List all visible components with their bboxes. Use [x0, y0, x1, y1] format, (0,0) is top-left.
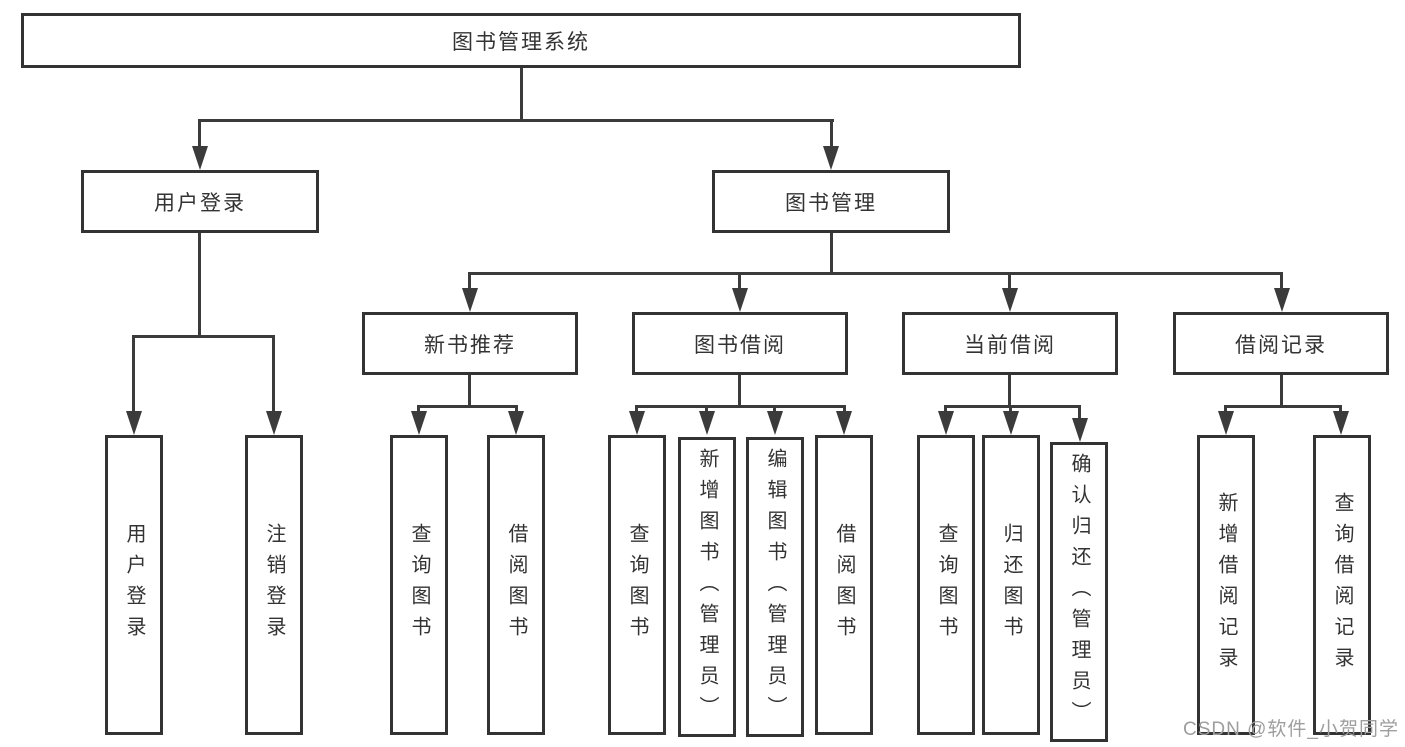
node-label: 用户登录: [123, 523, 145, 647]
arrow-down-icon: [629, 411, 645, 435]
edge-line: [944, 405, 947, 414]
edge-line: [468, 272, 471, 291]
arrow-down-icon: [1274, 288, 1290, 312]
leaf-query-books-3: 查询图书: [917, 435, 975, 735]
edge-line: [198, 233, 201, 338]
node-borrowing-records: 借阅记录: [1173, 312, 1389, 375]
node-label: 新增图书（管理员）: [696, 447, 718, 727]
node-label: 当前借阅: [964, 333, 1056, 357]
edge-line: [198, 119, 834, 122]
edge-line: [272, 335, 275, 413]
arrow-down-icon: [508, 411, 524, 435]
edge-line: [198, 119, 201, 148]
leaf-borrow-books-2: 借阅图书: [815, 435, 873, 735]
edge-line: [1078, 405, 1081, 421]
node-book-borrowing: 图书借阅: [632, 312, 848, 375]
edge-line: [132, 335, 275, 338]
arrow-down-icon: [767, 411, 783, 435]
leaf-user-login: 用户登录: [105, 435, 163, 735]
node-label: 图书管理系统: [452, 30, 590, 54]
node-label: 注销登录: [263, 523, 285, 647]
edge-line: [417, 405, 518, 408]
node-label: 新书推荐: [424, 333, 516, 357]
edge-line: [738, 375, 741, 408]
node-current-borrowing: 当前借阅: [902, 312, 1118, 375]
node-label: 查询图书: [935, 523, 957, 647]
node-label: 借阅图书: [505, 523, 527, 647]
arrow-down-icon: [1333, 411, 1349, 435]
leaf-query-books-1: 查询图书: [390, 435, 448, 735]
arrow-down-icon: [1072, 418, 1088, 442]
edge-line: [830, 119, 833, 148]
edge-line: [468, 375, 471, 408]
edge-line: [635, 405, 638, 414]
arrow-down-icon: [462, 288, 478, 312]
arrow-down-icon: [266, 411, 282, 435]
edge-line: [515, 405, 518, 414]
arrow-down-icon: [699, 411, 715, 435]
edge-line: [1009, 405, 1012, 414]
arrow-down-icon: [1218, 411, 1234, 435]
leaf-logout: 注销登录: [245, 435, 303, 735]
leaf-add-book-admin: 新增图书（管理员）: [678, 437, 736, 737]
node-label: 新增借阅记录: [1215, 492, 1237, 678]
leaf-return-books: 归还图书: [982, 435, 1040, 735]
arrow-down-icon: [823, 146, 839, 170]
node-label: 借阅记录: [1235, 333, 1327, 357]
arrow-down-icon: [1002, 288, 1018, 312]
edge-line: [773, 405, 776, 414]
node-label: 图书管理: [785, 191, 877, 215]
node-label: 确认归还（管理员）: [1068, 452, 1090, 732]
leaf-query-books-2: 查询图书: [608, 435, 666, 735]
node-book-management: 图书管理: [712, 170, 950, 233]
node-label: 查询图书: [626, 523, 648, 647]
node-label: 借阅图书: [833, 523, 855, 647]
node-label: 查询图书: [408, 523, 430, 647]
leaf-confirm-return-admin: 确认归还（管理员）: [1050, 442, 1108, 742]
leaf-query-borrow-record: 查询借阅记录: [1313, 435, 1371, 735]
arrow-down-icon: [192, 146, 208, 170]
edge-line: [944, 405, 1081, 408]
edge-line: [468, 272, 1283, 275]
arrow-down-icon: [732, 288, 748, 312]
edge-line: [830, 233, 833, 275]
arrow-down-icon: [126, 411, 142, 435]
edge-line: [520, 68, 523, 121]
node-library-management-system: 图书管理系统: [21, 13, 1021, 68]
edge-line: [635, 405, 846, 408]
edge-line: [1008, 375, 1011, 408]
arrow-down-icon: [1003, 411, 1019, 435]
arrow-down-icon: [411, 411, 427, 435]
edge-line: [417, 405, 420, 414]
leaf-edit-book-admin: 编辑图书（管理员）: [746, 437, 804, 737]
edge-line: [1280, 272, 1283, 291]
leaf-add-borrow-record: 新增借阅记录: [1197, 435, 1255, 735]
edge-line: [1224, 405, 1227, 414]
arrow-down-icon: [938, 411, 954, 435]
edge-line: [1008, 272, 1011, 291]
edge-line: [738, 272, 741, 291]
edge-line: [843, 405, 846, 414]
leaf-borrow-books-1: 借阅图书: [487, 435, 545, 735]
edge-line: [132, 335, 135, 413]
csdn-watermark: CSDN @软件_小贺同学: [1183, 719, 1399, 740]
arrow-down-icon: [836, 411, 852, 435]
node-new-book-recommend: 新书推荐: [362, 312, 578, 375]
node-label: 查询借阅记录: [1331, 492, 1353, 678]
node-user-login-branch: 用户登录: [81, 170, 319, 233]
node-label: 归还图书: [1000, 523, 1022, 647]
edge-line: [1339, 405, 1342, 414]
edge-line: [705, 405, 708, 414]
edge-line: [1224, 405, 1342, 408]
node-label: 编辑图书（管理员）: [764, 447, 786, 727]
node-label: 图书借阅: [694, 333, 786, 357]
node-label: 用户登录: [154, 191, 246, 215]
edge-line: [1280, 375, 1283, 408]
